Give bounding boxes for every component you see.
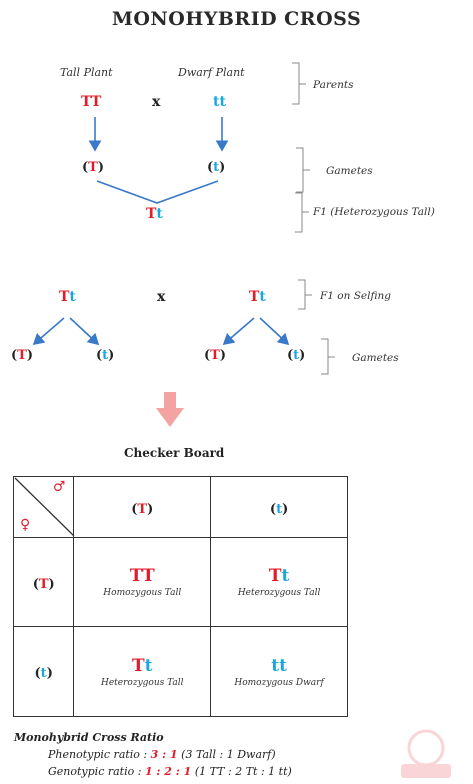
gamete2-4: (t) [287, 348, 306, 363]
genotypic-ratio: Genotypic ratio : 1 : 2 : 1 (1 TT : 2 Tt… [48, 765, 292, 778]
arrow-self-left-b [69, 317, 100, 346]
parents-brace-label: Parents [313, 79, 354, 91]
self-right-genotype: Tt [249, 289, 266, 305]
parent-right-label: Dwarf Plant [178, 66, 245, 79]
brace-selfing [298, 279, 312, 310]
board-corner-cell: ♂ ♀ [12, 476, 75, 538]
parent-right-genotype: tt [213, 94, 226, 110]
logo-watermark [401, 729, 451, 778]
brace-f1 [295, 192, 309, 233]
down-arrow-icon [156, 392, 184, 427]
ratio-heading: Monohybrid Cross Ratio [14, 731, 164, 744]
male-symbol: ♂ [52, 479, 66, 495]
f1-genotype: Tt [146, 206, 163, 222]
gamete2-1: (T) [11, 348, 33, 363]
brace-parents [292, 62, 306, 105]
arrow-self-right-b [259, 317, 290, 346]
self-left-genotype: Tt [59, 289, 76, 305]
arrow-self-right-a [222, 317, 255, 346]
board-cell-2-2: tt Homozygous Dwarf [210, 626, 348, 717]
board-col-header-2: (t) [210, 476, 348, 538]
phenotypic-ratio: Phenotypic ratio : 3 : 1 (3 Tall : 1 Dwa… [48, 748, 276, 761]
gamete-right: (t) [207, 160, 226, 175]
arrow-self-left-a [32, 317, 65, 346]
board-cell-2-1: Tt Heterozygous Tall [73, 626, 212, 717]
checker-board-title: Checker Board [124, 446, 225, 460]
gamete-left: (T) [82, 160, 104, 175]
diagram-title: MONOHYBRID CROSS [111, 8, 362, 30]
board-col-header-1: (T) [73, 476, 212, 538]
female-symbol: ♀ [20, 517, 31, 533]
selfing-brace-label: F1 on Selfing [320, 290, 391, 302]
gamete2-2: (t) [96, 348, 115, 363]
checker-board: ♂ ♀ (T) (t) (T) TT Homozygous Tall Tt He… [12, 476, 348, 717]
gametes-brace-label: Gametes [326, 165, 373, 177]
parent-cross-symbol: x [152, 94, 161, 110]
gamete2-3: (T) [204, 348, 226, 363]
board-row-header-2: (t) [12, 626, 75, 717]
f1-brace-label: F1 (Heterozygous Tall) [313, 206, 435, 218]
board-cell-1-1: TT Homozygous Tall [73, 537, 212, 627]
brace-gametes-2 [321, 338, 335, 375]
gametes2-brace-label: Gametes [352, 352, 399, 364]
board-cell-1-2: Tt Heterozygous Tall [210, 537, 348, 627]
brace-gametes [296, 147, 310, 193]
parent-left-label: Tall Plant [60, 66, 113, 79]
fusion-lines [96, 180, 219, 204]
board-row-header-1: (T) [12, 537, 75, 627]
parent-left-genotype: TT [81, 94, 102, 110]
self-cross-symbol: x [157, 289, 166, 305]
